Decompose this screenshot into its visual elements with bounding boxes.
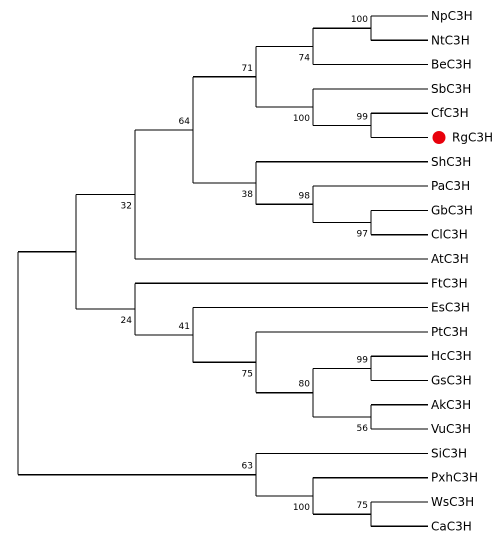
taxon-label: VuC3H <box>431 422 471 436</box>
support-value: 100 <box>351 15 368 25</box>
taxon-label: ShC3H <box>431 155 471 169</box>
tree-tip-labels: NpC3H NtC3H BeC3H SbC3H CfC3H RgC3H ShC3H PaC3H… <box>431 9 493 533</box>
taxon-label: EsC3H <box>431 301 470 315</box>
support-value: 100 <box>293 114 310 124</box>
support-value: 74 <box>299 53 311 63</box>
taxon-label: CaC3H <box>431 519 472 533</box>
support-value: 99 <box>357 355 369 365</box>
taxon-label: SiC3H <box>431 446 467 460</box>
support-value: 56 <box>357 424 369 434</box>
support-value: 24 <box>121 316 133 326</box>
taxon-label: BeC3H <box>431 58 472 72</box>
highlight-marker <box>432 131 446 144</box>
support-value: 99 <box>357 112 369 122</box>
support-value: 64 <box>179 117 191 127</box>
support-value: 32 <box>121 201 132 211</box>
taxon-label: PaC3H <box>431 179 470 193</box>
support-value: 100 <box>293 503 310 513</box>
taxon-label: SbC3H <box>431 82 471 96</box>
taxon-label: NpC3H <box>431 9 473 23</box>
taxon-label: RgC3H <box>452 131 493 145</box>
taxon-label: FtC3H <box>431 276 468 290</box>
tree-support-values: 100 74 99 100 71 97 98 38 64 32 99 56 80 75 41 24 75 100 6… <box>121 15 369 513</box>
support-value: 75 <box>357 501 368 511</box>
support-value: 38 <box>242 190 254 200</box>
taxon-label: AtC3H <box>431 252 469 266</box>
taxon-label: PtC3H <box>431 325 468 339</box>
support-value: 41 <box>179 322 190 332</box>
taxon-label: GbC3H <box>431 203 473 217</box>
taxon-label: PxhC3H <box>431 471 478 485</box>
taxon-label: NtC3H <box>431 33 470 47</box>
taxon-label: AkC3H <box>431 398 471 412</box>
tree-branches <box>17 15 428 527</box>
support-value: 75 <box>242 369 253 379</box>
taxon-label: ClC3H <box>431 228 468 242</box>
taxon-label: GsC3H <box>431 374 472 388</box>
taxon-label: CfC3H <box>431 106 469 120</box>
taxon-label: WsC3H <box>431 495 474 509</box>
support-value: 97 <box>357 230 368 240</box>
taxon-label: HcC3H <box>431 349 472 363</box>
support-value: 80 <box>299 380 311 390</box>
support-value: 98 <box>299 191 311 201</box>
support-value: 71 <box>242 64 253 74</box>
support-value: 63 <box>242 462 253 472</box>
